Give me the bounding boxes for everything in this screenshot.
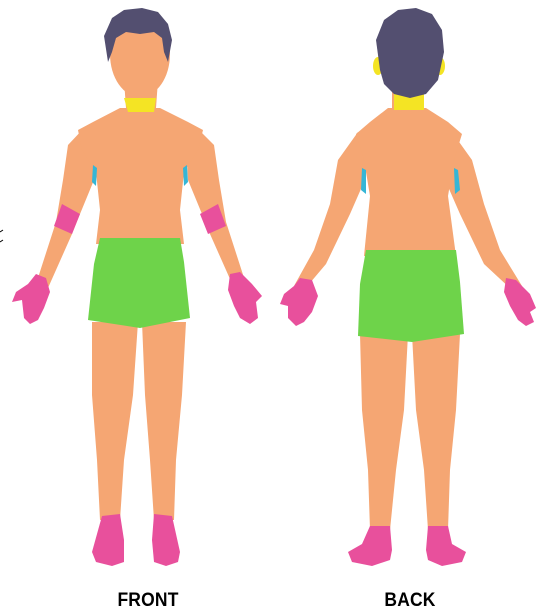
back-left-hand — [280, 278, 318, 326]
back-right-leg — [412, 334, 460, 530]
front-right-foot — [152, 514, 180, 566]
front-figure — [12, 8, 262, 566]
front-left-foot — [92, 514, 124, 566]
front-left-leg — [92, 322, 138, 520]
front-shorts — [88, 238, 190, 328]
back-right-hand — [504, 278, 536, 326]
stray-dash-mark — [0, 212, 4, 262]
back-torso — [356, 108, 462, 256]
back-hair — [376, 8, 444, 98]
back-right-foot — [426, 526, 466, 566]
front-left-hand — [12, 274, 50, 324]
front-right-armpit — [183, 165, 188, 186]
back-left-arm — [294, 132, 370, 290]
front-right-leg — [142, 322, 186, 520]
front-view-label: FRONT — [93, 590, 203, 612]
back-left-foot — [348, 526, 392, 566]
back-figure — [280, 8, 536, 566]
front-neck-band — [124, 98, 156, 112]
back-view-label: BACK — [355, 590, 465, 612]
front-right-hand — [228, 272, 262, 324]
back-shorts — [358, 250, 464, 342]
back-left-leg — [360, 334, 408, 530]
